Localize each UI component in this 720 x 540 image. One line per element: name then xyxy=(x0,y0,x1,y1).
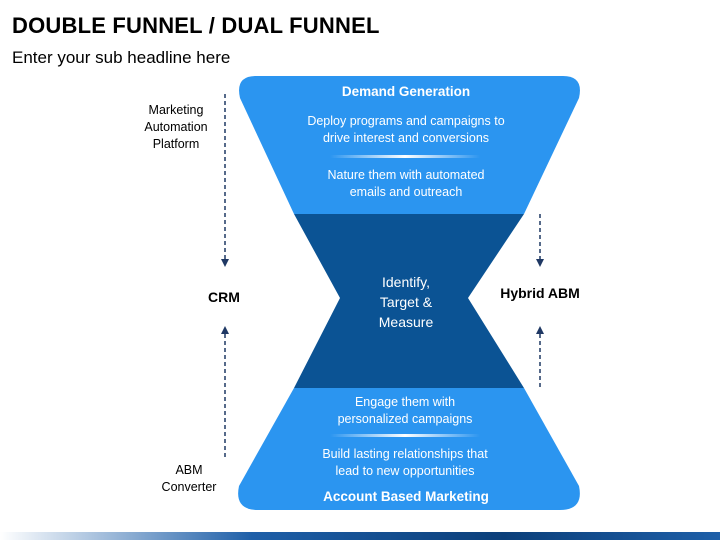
top-funnel-item-2: Nature them with automated emails and ou… xyxy=(327,168,485,199)
right-down-arrowhead xyxy=(536,259,544,267)
top-divider xyxy=(330,155,480,158)
right-up-arrowhead xyxy=(536,326,544,334)
bottom-funnel-heading: Account Based Marketing xyxy=(323,489,489,504)
right-label-middle: Hybrid ABM xyxy=(500,285,580,301)
bottom-funnel-item-1: Engage them with personalized campaigns xyxy=(337,395,473,426)
left-down-arrowhead xyxy=(221,259,229,267)
slide-subtitle: Enter your sub headline here xyxy=(12,48,231,67)
left-label-middle: CRM xyxy=(208,289,240,305)
bottom-divider xyxy=(330,434,480,437)
left-up-arrowhead xyxy=(221,326,229,334)
left-label-bottom: ABM Converter xyxy=(161,463,217,494)
top-funnel-item-1: Deploy programs and campaigns to drive i… xyxy=(307,114,505,145)
slide-title: DOUBLE FUNNEL / DUAL FUNNEL xyxy=(12,13,380,38)
top-funnel-heading: Demand Generation xyxy=(341,84,471,99)
middle-funnel-text: Identify, Target & Measure xyxy=(378,274,434,330)
footer-accent-bar xyxy=(0,532,720,540)
top-funnel-section xyxy=(239,76,580,214)
middle-funnel-section xyxy=(294,214,524,388)
bottom-funnel-section xyxy=(238,388,580,510)
bottom-funnel-item-2: Build lasting relationships that lead to… xyxy=(322,447,488,478)
left-label-top: Marketing Automation Platform xyxy=(144,103,208,151)
